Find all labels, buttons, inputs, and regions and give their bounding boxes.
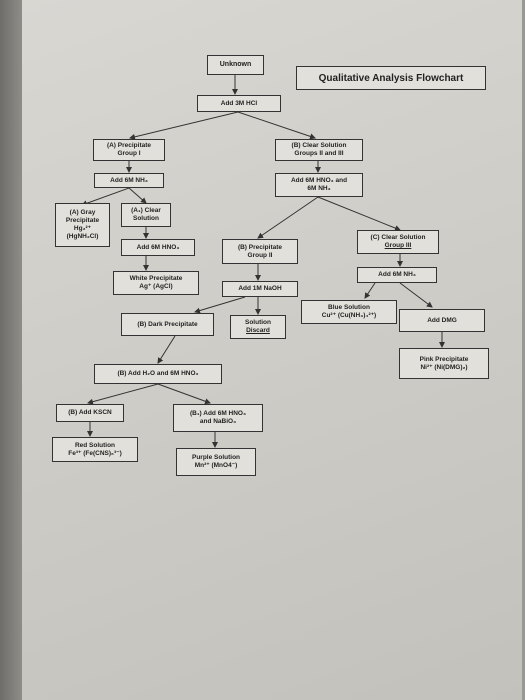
arrow-nh3-to-a1 — [128, 187, 147, 204]
node-add-6m-nh3-group1: Add 6M NH₃ — [94, 173, 164, 188]
node-add-6m-hno3-and-nh3: Add 6M HNO₃ and 6M NH₃ — [275, 173, 363, 197]
arrow-nh3-to-blue — [364, 282, 376, 299]
arrow-to-group2 — [257, 196, 319, 239]
node-b1-add-hno3-nabio3: (B₁) Add 6M HNO₃ and NaBiO₃ — [173, 404, 263, 432]
node-a-precipitate: (A) Precipitate Group I — [93, 139, 165, 161]
node-add-kscn: (B) Add KSCN — [56, 404, 124, 422]
node-add-h2o-and-hno3: (B) Add H₂O and 6M HNO₃ — [94, 364, 222, 384]
node-purple-solution: Purple Solution Mn²⁺ (MnO4⁻) — [176, 448, 256, 476]
page-shadow — [0, 0, 22, 700]
node-add-6m-hno3-a1: Add 6M HNO₃ — [121, 239, 195, 256]
arrow-nh3-to-dmg — [399, 282, 433, 308]
flowchart-title: Qualitative Analysis Flowchart — [296, 66, 486, 90]
node-a-gray-precipitate: (A) Gray Precipitate Hg₂²⁺ (HgNH₂Cl) — [55, 203, 110, 247]
node-add-6m-nh3-group3: Add 6M NH₃ — [357, 267, 437, 283]
node-red-solution: Red Solution Fe³⁺ (Fe(CNS)₆³⁻) — [52, 437, 138, 462]
node-add-dmg: Add DMG — [399, 309, 485, 332]
node-white-precipitate: White Precipitate Ag⁺ (AgCl) — [113, 271, 199, 295]
arrow-to-c — [317, 196, 401, 231]
arrow-dark-to-h2o — [157, 335, 176, 364]
node-a1-clear-solution: (A₁) Clear Solution — [121, 203, 171, 227]
arrow-nh3-to-gray — [81, 187, 130, 207]
node-blue-solution: Blue Solution Cu²⁺ (Cu(NH₃)₄²⁺) — [301, 300, 397, 324]
node-b-precipitate-group2: (B) Precipitate Group II — [222, 239, 298, 264]
arrow-hcl-to-a — [129, 111, 239, 140]
node-c-clear-solution: (C) Clear Solution Group III — [357, 230, 439, 254]
node-add-1m-naoh: Add 1M NaOH — [222, 281, 298, 297]
arrow-hcl-to-b — [237, 111, 316, 140]
node-pink-precipitate: Pink Precipitate Ni²⁺ (Ni(DMG)₂) — [399, 348, 489, 379]
flowchart-title-text: Qualitative Analysis Flowchart — [318, 72, 464, 84]
node-solution-discard: Solution Discard — [230, 315, 286, 339]
arrow-to-kscn — [87, 383, 159, 405]
node-b-dark-precipitate: (B) Dark Precipitate — [121, 313, 214, 336]
node-unknown: Unknown — [207, 55, 264, 75]
node-add-3m-hcl: Add 3M HCl — [197, 95, 281, 112]
arrow-naoh-to-dark — [194, 296, 246, 314]
node-b-clear-solution: (B) Clear Solution Groups II and III — [275, 139, 363, 161]
arrow-to-b1 — [157, 383, 211, 405]
